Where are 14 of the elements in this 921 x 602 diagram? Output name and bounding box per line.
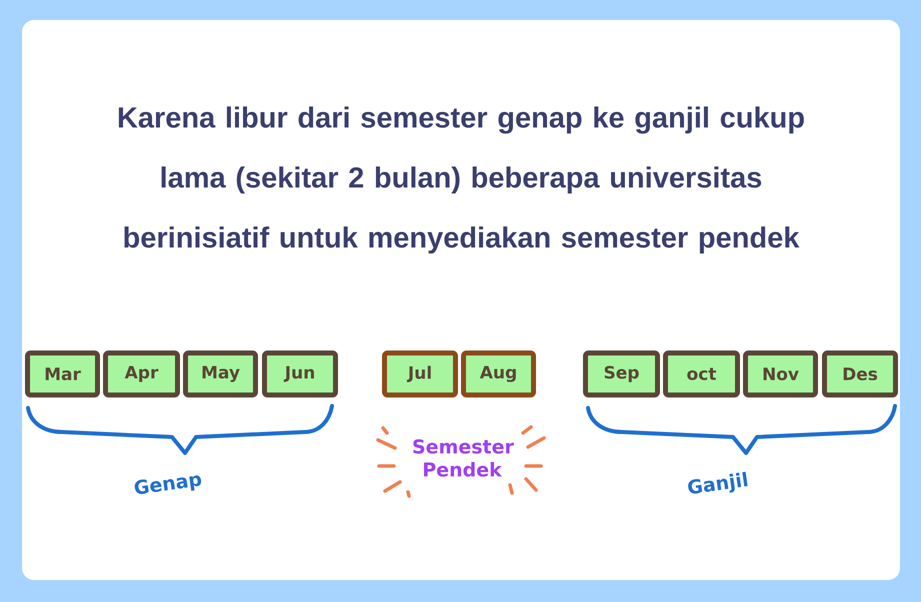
month-box: Jun — [262, 350, 338, 398]
month-box: Sep — [583, 350, 660, 398]
title: Karena libur dari semester genap ke ganjil cukup lama (sekitar 2 bulan) beberapa universitas berinisiatif untuk menyediakan semester pendek — [118, 106, 804, 254]
month-box: Apr — [103, 350, 180, 398]
month-box: May — [183, 350, 258, 398]
handwritten-label: Ganjil — [688, 472, 748, 494]
month-box: Nov — [743, 350, 818, 398]
handwritten-label: Semester Pendek — [413, 439, 514, 477]
month-box: Jul — [382, 350, 458, 398]
month-box: Des — [822, 350, 898, 398]
month-box: Mar — [25, 350, 100, 398]
handwritten-label: Genap — [134, 475, 202, 494]
month-box: Aug — [461, 350, 536, 398]
month-box: oct — [663, 350, 740, 398]
